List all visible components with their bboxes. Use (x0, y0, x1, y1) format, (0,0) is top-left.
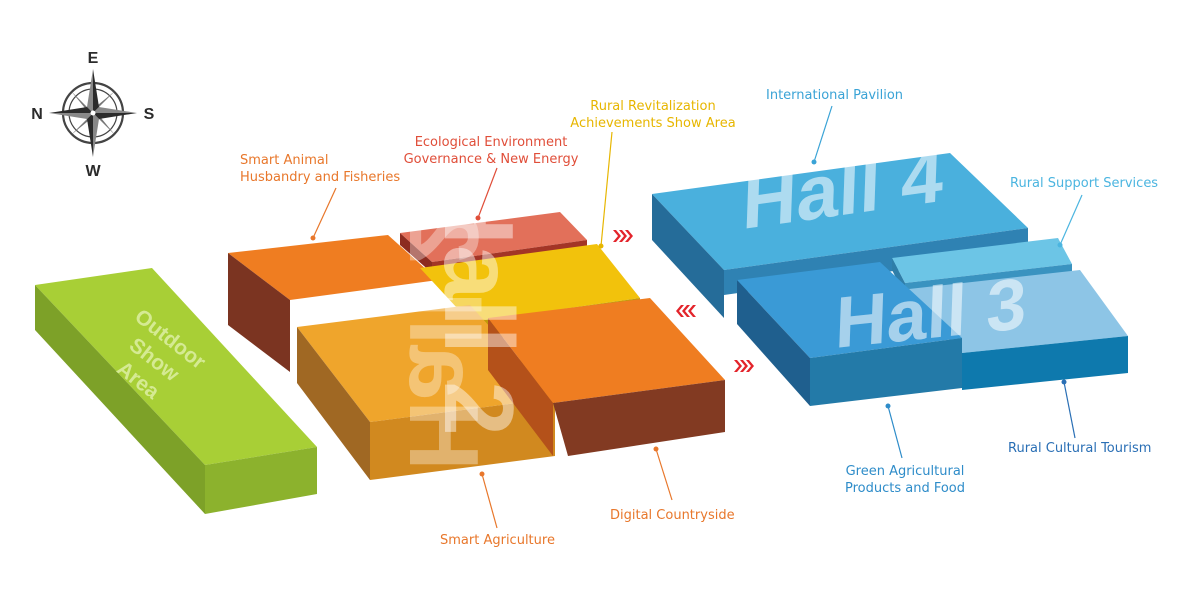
compass-rose-icon (49, 69, 137, 157)
flow-arrow-right-top-icon (613, 230, 633, 242)
label-smart-animal-husbandry: Smart Animal Husbandry and Fisheries (240, 152, 400, 186)
label-ecological-line1: Ecological Environment (414, 135, 568, 150)
label-international-pavilion: International Pavilion (766, 88, 904, 103)
leader-lines (310, 105, 1083, 529)
compass-north-label: N (31, 106, 43, 123)
label-ecological-environment: Ecological Environment Governance & New … (396, 134, 586, 168)
rural-cultural-tourism-block[interactable] (900, 270, 1128, 390)
label-rural-revitalization-line2: Achievements Show Area (570, 116, 736, 131)
compass-east-label: E (88, 50, 99, 67)
label-green-agri-line2: Products and Food (844, 481, 966, 496)
label-green-agricultural-products: Green Agricultural Products and Food (830, 463, 980, 497)
hall2-mirrored-label: Hall 2 (389, 209, 499, 470)
label-rural-cultural-tourism: Rural Cultural Tourism (1008, 441, 1152, 456)
label-smart-animal-line1: Smart Animal (240, 153, 329, 168)
international-pavilion-block[interactable] (652, 153, 1028, 318)
green-agricultural-products-block[interactable] (737, 262, 962, 406)
label-smart-animal-line2: Husbandry and Fisheries (240, 170, 401, 185)
label-ecological-line2: Governance & New Energy (403, 152, 579, 167)
outdoor-show-area-block[interactable] (35, 268, 317, 514)
compass-south-label: S (144, 106, 155, 123)
smart-animal-husbandry-block[interactable] (228, 235, 438, 372)
label-green-agri-line1: Green Agricultural (845, 464, 965, 479)
label-rural-support-services: Rural Support Services (1010, 176, 1159, 191)
label-digital-countryside: Digital Countryside (610, 508, 735, 523)
label-smart-agriculture: Smart Agriculture (440, 533, 555, 548)
flow-arrow-left-icon (676, 305, 696, 317)
label-rural-revitalization-line1: Rural Revitalization (590, 99, 716, 114)
compass-west-label: W (85, 163, 101, 180)
flow-arrow-right-bottom-icon (734, 360, 754, 372)
label-rural-revitalization: Rural Revitalization Achievements Show A… (560, 98, 746, 132)
digital-countryside-block[interactable] (488, 298, 725, 456)
